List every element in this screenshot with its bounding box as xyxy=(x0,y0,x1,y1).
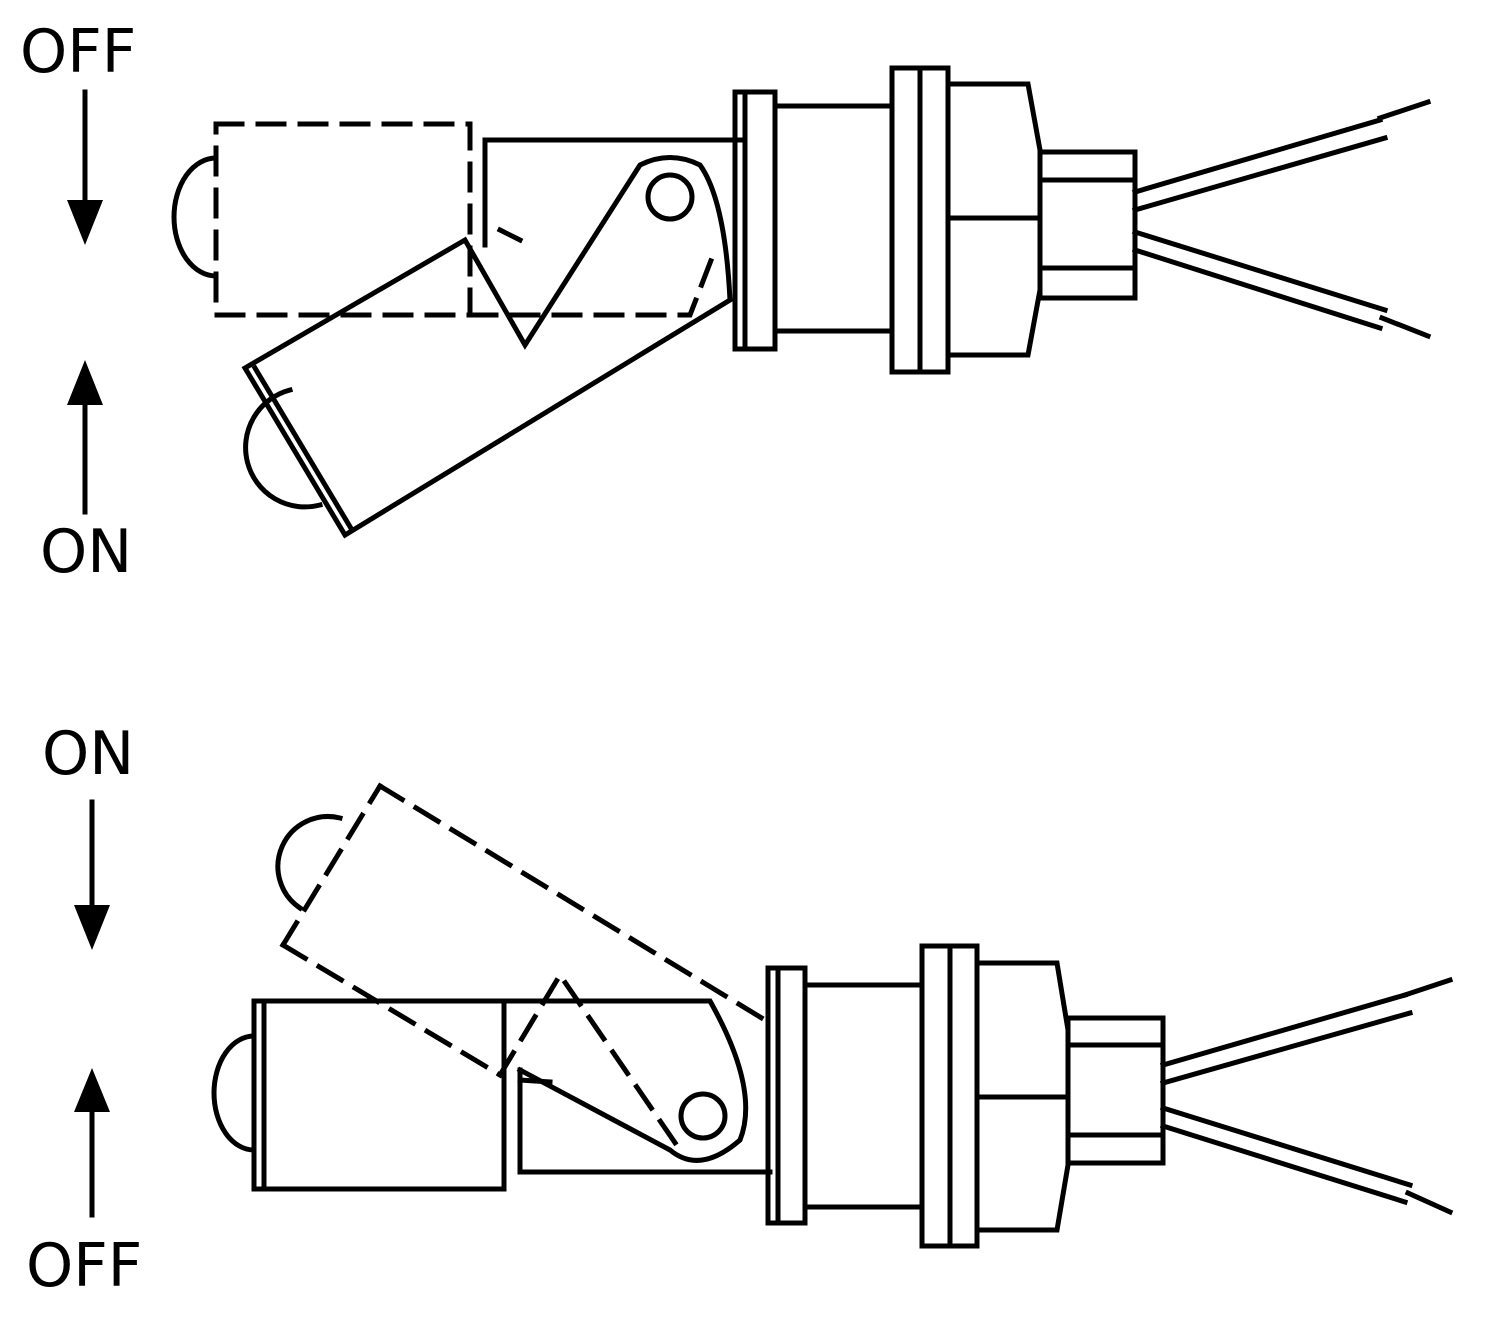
top-lever-off-dashed xyxy=(171,121,719,318)
top-lever-on-solid xyxy=(241,137,743,539)
top-diagram-label-bottom: ON xyxy=(40,517,133,587)
bottom-lever-on-dashed xyxy=(275,782,769,1154)
top-diagram-label-top: OFF xyxy=(20,17,137,87)
arrow-up-icon xyxy=(67,360,103,515)
bottom-wires xyxy=(1159,976,1454,1216)
bottom-lever-off-solid xyxy=(211,998,773,1192)
arrow-up-icon xyxy=(74,1068,110,1218)
bottom-diagram-label-top: ON xyxy=(42,719,135,789)
bottom-switch-body xyxy=(765,943,1166,1249)
top-switch-body xyxy=(732,65,1138,375)
bottom-diagram-label-bottom: OFF xyxy=(26,1231,143,1301)
top-wires xyxy=(1131,98,1432,340)
arrow-down-icon xyxy=(74,799,110,950)
arrow-down-icon xyxy=(67,89,103,245)
